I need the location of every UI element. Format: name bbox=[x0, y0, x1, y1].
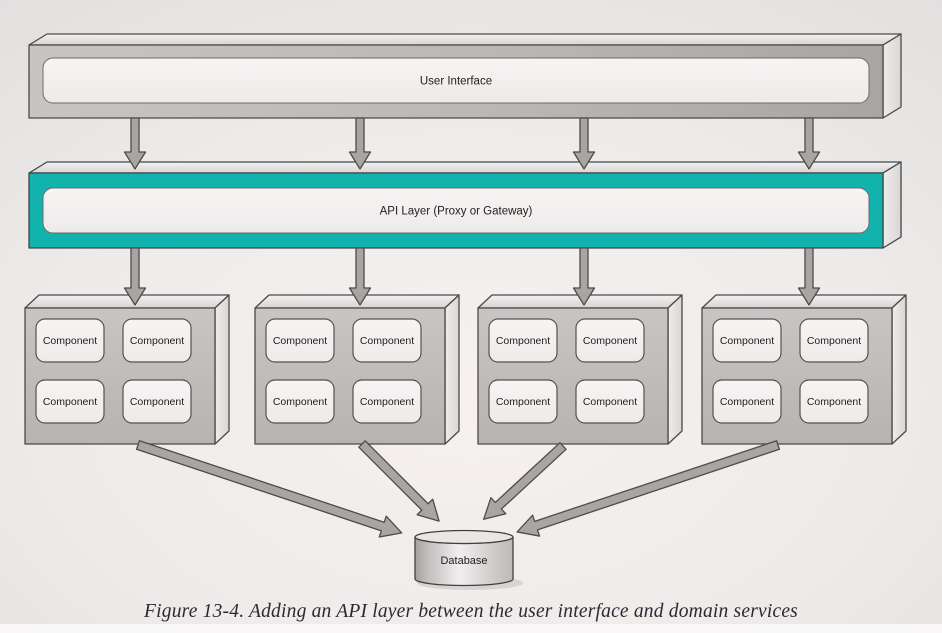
database-cylinder bbox=[414, 529, 523, 590]
api-layer-panel bbox=[42, 187, 870, 234]
component-label: Component bbox=[360, 396, 414, 408]
component-box bbox=[712, 379, 782, 424]
database-top bbox=[414, 529, 514, 545]
component-group-1 bbox=[24, 294, 230, 445]
ui-layer-label: User Interface bbox=[420, 76, 492, 88]
component-box bbox=[122, 379, 192, 424]
arrow-ui-to-api bbox=[123, 117, 147, 170]
component-label: Component bbox=[583, 335, 637, 347]
arrow-group1-to-database bbox=[135, 440, 403, 538]
component-box bbox=[799, 379, 869, 424]
ui-layer-right-face bbox=[882, 33, 902, 119]
component-label: Component bbox=[43, 396, 97, 408]
component-box bbox=[265, 379, 335, 424]
component-box bbox=[265, 318, 335, 363]
component-box bbox=[712, 318, 782, 363]
component-label: Component bbox=[273, 396, 327, 408]
arrow-api-to-group bbox=[123, 247, 147, 306]
component-label: Component bbox=[130, 335, 184, 347]
component-label: Component bbox=[583, 396, 637, 408]
component-box bbox=[352, 318, 422, 363]
page-margin-strip bbox=[0, 624, 942, 633]
api-layer-top-face bbox=[28, 161, 902, 174]
component-box bbox=[122, 318, 192, 363]
ui-layer-box bbox=[28, 33, 902, 119]
component-group-2-right-face bbox=[444, 294, 460, 445]
component-box bbox=[575, 318, 645, 363]
component-label: Component bbox=[273, 335, 327, 347]
component-label: Component bbox=[130, 396, 184, 408]
component-box bbox=[35, 379, 105, 424]
component-group-1-right-face bbox=[214, 294, 230, 445]
api-layer-label: API Layer (Proxy or Gateway) bbox=[380, 206, 533, 218]
component-label: Component bbox=[496, 396, 550, 408]
component-label: Component bbox=[720, 396, 774, 408]
component-box bbox=[35, 318, 105, 363]
component-group-2 bbox=[254, 294, 460, 445]
component-label: Component bbox=[720, 335, 774, 347]
component-label: Component bbox=[807, 335, 861, 347]
component-label: Component bbox=[807, 396, 861, 408]
api-layer-box bbox=[28, 161, 902, 249]
component-box bbox=[799, 318, 869, 363]
arrow-group4-to-database bbox=[516, 440, 781, 537]
component-label: Component bbox=[496, 335, 550, 347]
arrow-group3-to-database bbox=[483, 442, 567, 520]
component-box bbox=[352, 379, 422, 424]
component-group-4 bbox=[701, 294, 907, 445]
database-label: Database bbox=[440, 555, 487, 567]
component-label: Component bbox=[43, 335, 97, 347]
ui-layer-panel bbox=[42, 57, 870, 104]
component-group-1-top-face bbox=[24, 294, 230, 309]
component-group-4-right-face bbox=[891, 294, 907, 445]
component-box bbox=[488, 379, 558, 424]
component-group-3 bbox=[477, 294, 683, 445]
ui-layer-top-face bbox=[28, 33, 902, 46]
component-box bbox=[488, 318, 558, 363]
figure-caption: Figure 13-4. Adding an API layer between… bbox=[143, 601, 798, 622]
component-label: Component bbox=[360, 335, 414, 347]
component-box bbox=[575, 379, 645, 424]
component-group-3-right-face bbox=[667, 294, 683, 445]
arrow-group2-to-database bbox=[358, 440, 440, 522]
api-layer-right-face bbox=[882, 161, 902, 249]
